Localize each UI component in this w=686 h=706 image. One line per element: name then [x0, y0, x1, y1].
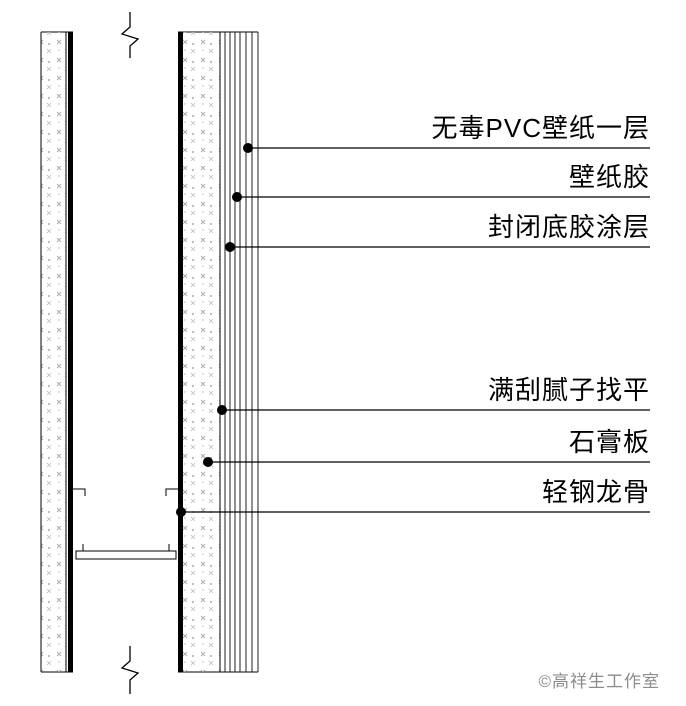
steel-track-section — [73, 488, 178, 560]
finish-layer-lines — [224, 32, 259, 672]
break-mark-bottom — [120, 646, 140, 694]
leader-dot-putty — [217, 405, 227, 415]
leader-dot-steel-keel — [176, 507, 186, 517]
left-finish-band — [40, 32, 67, 672]
label-steel-keel: 轻钢龙骨 — [541, 477, 650, 507]
label-sealing-primer: 封闭底胶涂层 — [487, 212, 650, 242]
leader-dot-wallpaper-adhesive — [232, 192, 242, 202]
label-gypsum-board: 石膏板 — [568, 427, 650, 457]
leader-dot-pvc-wallpaper — [243, 143, 253, 153]
break-mark-top — [120, 12, 140, 58]
leader-dots — [176, 143, 253, 517]
steel-stud-face — [178, 32, 183, 672]
label-putty-leveling: 满刮腻子找平 — [487, 375, 650, 405]
leader-lines — [181, 147, 650, 513]
label-wallpaper-adhesive: 壁纸胶 — [568, 162, 650, 192]
studio-watermark: ©高祥生工作室 — [538, 672, 660, 691]
leader-dot-gypsum-board — [203, 457, 213, 467]
leader-dot-sealing-primer — [225, 242, 235, 252]
left-panel-face — [68, 32, 73, 672]
gypsum-board-band — [183, 32, 221, 672]
label-pvc-wallpaper: 无毒PVC壁纸一层 — [431, 113, 650, 143]
